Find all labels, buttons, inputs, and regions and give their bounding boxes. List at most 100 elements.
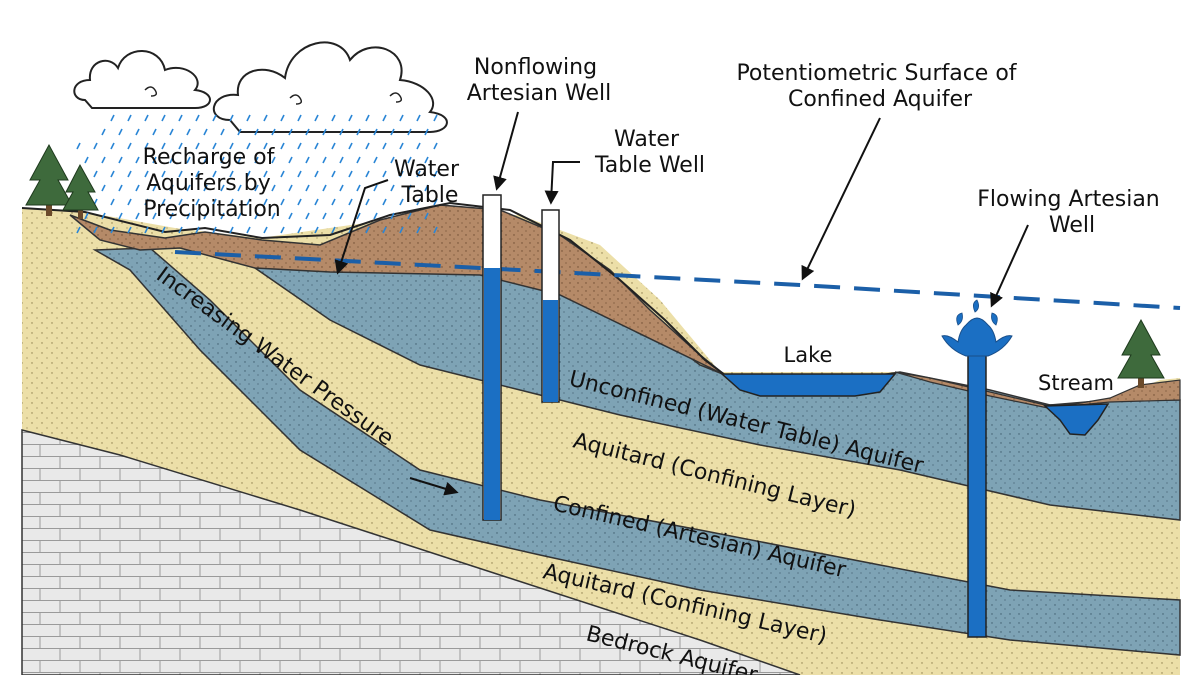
rain-drop	[203, 184, 208, 192]
rain-drop	[356, 128, 361, 136]
rain-drop	[407, 156, 412, 164]
rain-drop	[424, 212, 429, 220]
tree-icon	[62, 163, 99, 219]
rain-drop	[237, 212, 242, 220]
rain-drop	[433, 198, 438, 206]
label-nonflowing-well: Nonflowing Artesian Well	[467, 55, 611, 106]
rain-drop	[416, 142, 421, 150]
rain-drop	[331, 170, 336, 178]
rain-drop	[110, 226, 115, 234]
rain-drop	[416, 226, 421, 234]
rain-drop	[220, 212, 225, 220]
rain-drop	[178, 114, 183, 122]
rain-drop	[382, 198, 387, 206]
rain-drop	[93, 170, 98, 178]
rain-drop	[416, 114, 421, 122]
rain-drop	[339, 212, 344, 220]
rain-drop	[322, 128, 327, 136]
rain-drop	[331, 142, 336, 150]
rain-drop	[305, 212, 310, 220]
rain-drop	[407, 212, 412, 220]
rain-drop	[314, 226, 319, 234]
rain-drop	[322, 156, 327, 164]
rain-drop	[390, 212, 395, 220]
rain-drop	[254, 156, 259, 164]
rain-drop	[178, 198, 183, 206]
rain-drop	[305, 184, 310, 192]
rain-drop	[416, 198, 421, 206]
rain-drop	[220, 184, 225, 192]
rain-drop	[110, 198, 115, 206]
rain-drop	[169, 212, 174, 220]
rain-drop	[433, 170, 438, 178]
arrow-flowing-well	[990, 224, 1029, 308]
rain-drop	[144, 226, 149, 234]
rain-drop	[203, 212, 208, 220]
rain-drop	[220, 156, 225, 164]
rain-drop	[356, 156, 361, 164]
rain-drop	[144, 170, 149, 178]
rain-drop	[280, 198, 285, 206]
rain-drop	[331, 226, 336, 234]
arrow-potentiometric	[801, 117, 881, 281]
rain-drop	[237, 184, 242, 192]
rain-drop	[382, 226, 387, 234]
rain-drop	[118, 212, 123, 220]
rain-drop	[263, 170, 268, 178]
rain-drop	[348, 142, 353, 150]
rain-drop	[229, 198, 234, 206]
rain-drop	[118, 128, 123, 136]
rain-drop	[195, 226, 200, 234]
rain-drop	[101, 212, 106, 220]
rain-drop	[424, 128, 429, 136]
arrow-nonflowing-well	[493, 111, 519, 191]
rain-drop	[101, 184, 106, 192]
bedrock-layer	[21, 429, 801, 675]
rain-drop	[348, 170, 353, 178]
rain-drop	[101, 128, 106, 136]
rain-drop	[186, 156, 191, 164]
rain-drop	[297, 170, 302, 178]
rain-drop	[288, 156, 293, 164]
potentiometric-surface-line	[174, 250, 1181, 310]
rain-drop	[169, 184, 174, 192]
rain-drop	[76, 142, 81, 150]
arrow-water-table	[334, 179, 389, 275]
rain-drop	[297, 198, 302, 206]
rain-drop	[373, 184, 378, 192]
rain-drop	[416, 170, 421, 178]
rain-drop	[314, 198, 319, 206]
rain-drop	[373, 156, 378, 164]
rain-drop	[339, 128, 344, 136]
rain-drop	[152, 128, 157, 136]
rain-drop	[127, 198, 132, 206]
rain-drop	[271, 212, 276, 220]
rain-drop	[212, 114, 217, 122]
rain-drop	[339, 184, 344, 192]
rain-drop	[178, 142, 183, 150]
rain-drop	[229, 170, 234, 178]
rain-drop	[212, 198, 217, 206]
rain-drop	[144, 142, 149, 150]
rain-drop	[195, 142, 200, 150]
rain-drop	[246, 170, 251, 178]
rain-drop	[212, 170, 217, 178]
rain-drop	[297, 142, 302, 150]
rain-drop	[152, 156, 157, 164]
rain-drop	[135, 128, 140, 136]
cloud-icon	[212, 41, 448, 133]
rain-drop	[76, 226, 81, 234]
rain-drop	[169, 156, 174, 164]
rain-drop	[339, 156, 344, 164]
rain-drop	[203, 156, 208, 164]
rain-drop	[322, 184, 327, 192]
rain-drop	[263, 198, 268, 206]
label-water-table: Water Table	[394, 157, 466, 208]
rain-drop	[433, 226, 438, 234]
rain-drop	[127, 114, 132, 122]
rain-drop	[271, 128, 276, 136]
ground-surface	[21, 201, 726, 376]
rain-drop	[152, 212, 157, 220]
